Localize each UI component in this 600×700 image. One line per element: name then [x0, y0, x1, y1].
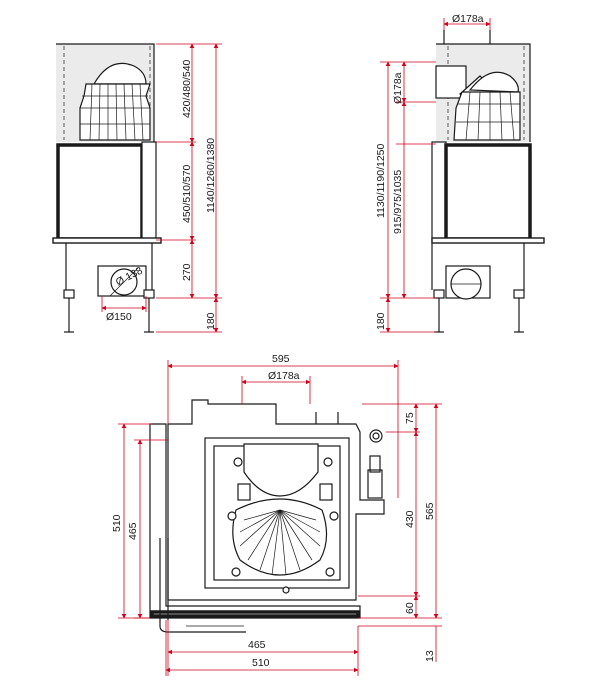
side-glass-door: [444, 143, 532, 241]
front-dim-total-height: 1140/1260/1380: [205, 138, 217, 213]
plan-dimensions: 595 Ø178a 75 430 565 60 13 465 510 510 4…: [111, 353, 442, 676]
plan-dim-depth-total: 565: [424, 502, 436, 520]
plan-combustion-chamber: [227, 412, 383, 594]
plan-dim-outlet-offset: 75: [404, 412, 416, 424]
side-side-glass: [431, 141, 447, 243]
front-dimensions: 420/480/540 450/510/570 1140/1260/1380 2…: [101, 43, 222, 333]
plan-dim-front: 60: [404, 602, 416, 614]
front-glass-door: [56, 143, 144, 241]
front-base: [63, 243, 155, 333]
plan-view: 595 Ø178a 75 430 565 60 13 465 510 510 4…: [111, 353, 442, 676]
front-baffle: [79, 62, 151, 141]
plan-dim-depth-inner: 430: [404, 510, 416, 528]
front-dim-door-section: 450/510/570: [181, 164, 193, 223]
side-dim-flue-top: Ø178a: [452, 13, 484, 25]
side-hood-outline: [436, 43, 531, 142]
side-hearth-plate: [431, 237, 545, 244]
front-hearth-plate: [52, 237, 162, 244]
front-dim-top-section: 420/480/540: [181, 59, 193, 118]
side-baffle: [453, 71, 521, 141]
plan-dim-glass-thickness: 13: [424, 650, 436, 662]
front-dim-base: 270: [181, 263, 193, 281]
front-view: 420/480/540 450/510/570 1140/1260/1380 2…: [52, 43, 222, 333]
plan-dim-overall-width: 595: [272, 353, 290, 365]
plan-dim-left-depth-outer: 510: [111, 514, 123, 532]
plan-dim-width-outer: 510: [252, 657, 270, 669]
side-dim-door-section: 915/975/1035: [392, 170, 404, 234]
front-dim-feet: 180: [205, 312, 217, 330]
side-dim-feet: 180: [375, 312, 387, 330]
plan-dim-flue: Ø178a: [268, 370, 300, 382]
plan-dim-width-inner: 465: [248, 639, 266, 651]
side-dim-flue-side: Ø178a: [392, 72, 404, 104]
side-dim-total-height: 1130/1190/1250: [375, 143, 387, 218]
plan-dim-left-depth-inner: 465: [127, 522, 139, 540]
side-dimensions: Ø178a Ø178a 1130/1190/1250 915/975/1035 …: [375, 13, 491, 333]
front-side-glass: [141, 141, 157, 243]
front-hood-outline: [56, 43, 155, 142]
side-view: Ø178a Ø178a 1130/1190/1250 915/975/1035 …: [375, 13, 545, 333]
side-base: [431, 243, 525, 333]
front-dim-air-inlet: Ø150: [106, 311, 132, 323]
